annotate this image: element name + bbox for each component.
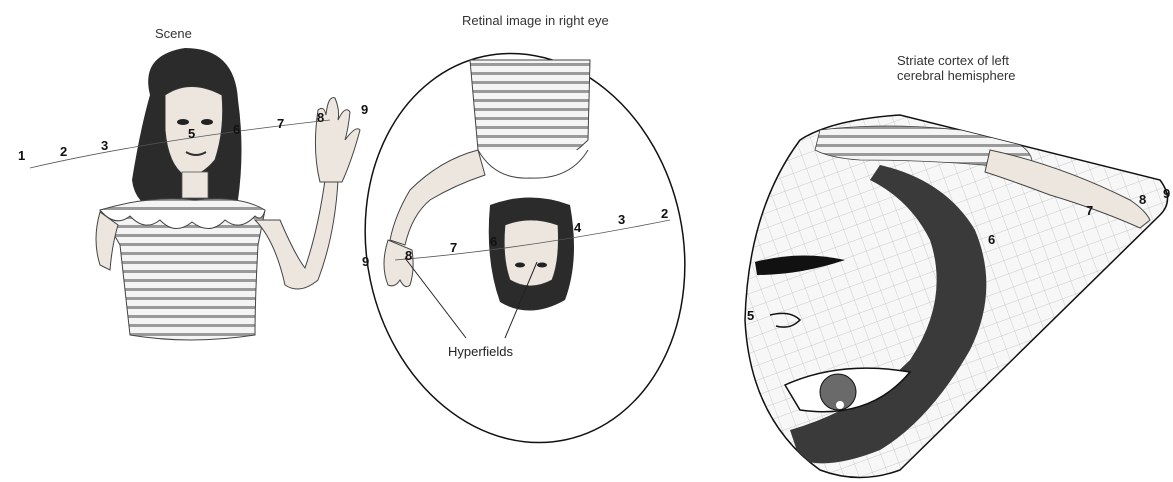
cortex-marker-8: 8	[1139, 192, 1146, 207]
retina-marker-8: 8	[405, 248, 412, 263]
cortex-marker-9: 9	[1163, 186, 1170, 201]
scene-marker-9: 9	[361, 102, 368, 117]
scene-marker-5: 5	[188, 126, 195, 141]
retina-marker-6: 6	[490, 234, 497, 249]
scene-marker-7: 7	[277, 116, 284, 131]
retina-marker-3: 3	[618, 212, 625, 227]
hyperfields-label: Hyperfields	[448, 344, 514, 359]
retina-marker-9: 9	[362, 254, 369, 269]
scene-marker-3: 3	[101, 138, 108, 153]
retina-marker-4: 4	[574, 220, 582, 235]
cortex-marker-5: 5	[747, 308, 754, 323]
cortex-marker-6: 6	[988, 232, 995, 247]
scene-raised-arm	[255, 180, 338, 289]
scene-marker-8: 8	[317, 110, 324, 125]
scene-marker-6: 6	[233, 122, 240, 137]
retina-marker-2: 2	[661, 206, 668, 221]
scene-marker-2: 2	[60, 144, 67, 159]
cortex-map	[745, 115, 1168, 478]
cortex-marker-7: 7	[1086, 203, 1093, 218]
retina-ellipse-group: Hyperfields	[330, 23, 721, 472]
scene-woman	[30, 48, 360, 340]
retina-marker-7: 7	[450, 240, 457, 255]
scene-marker-1: 1	[18, 148, 25, 163]
